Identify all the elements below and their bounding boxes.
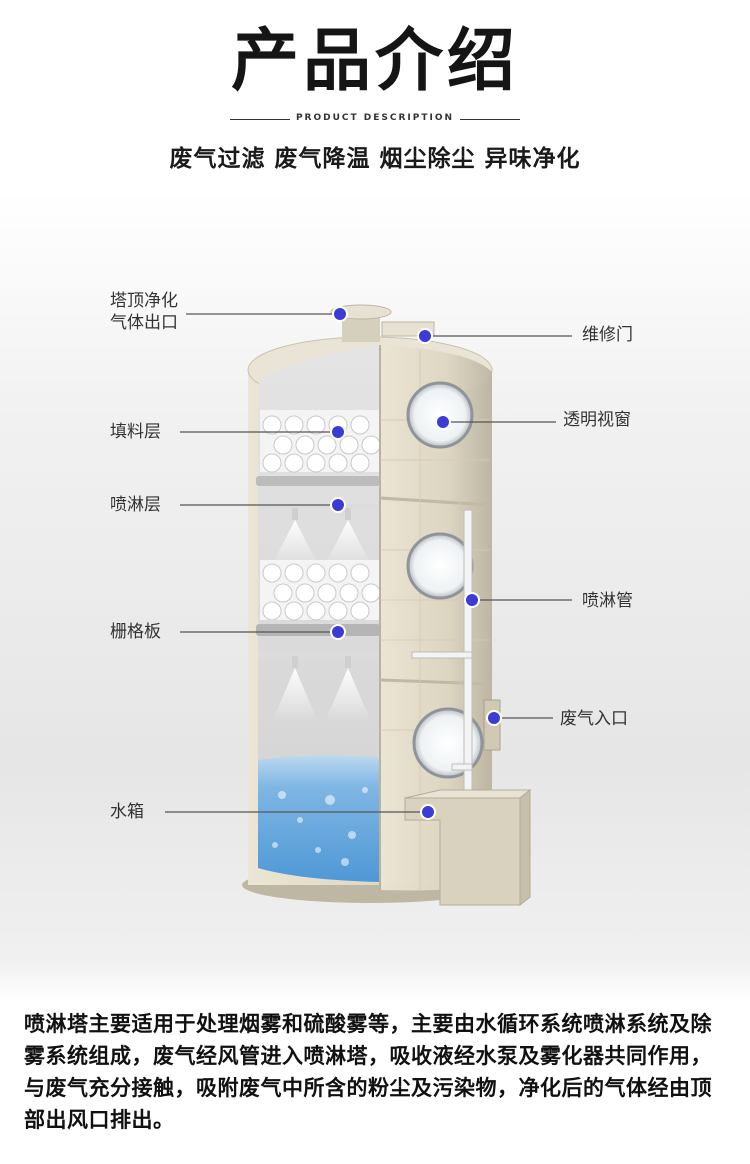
marker-packing: [330, 424, 346, 440]
grid-plate: [256, 624, 380, 636]
label-spray-pipe: 喷淋管: [582, 591, 633, 611]
marker-grid-plate: [330, 624, 346, 640]
packing-layer-upper: [256, 410, 381, 486]
water-tank-box: [404, 788, 532, 907]
marker-maintenance-door: [417, 328, 433, 344]
page-title: 产品介绍: [230, 22, 519, 101]
leader-lines: [165, 313, 572, 813]
marker-spray-layer: [330, 497, 346, 513]
spray-nozzles: [258, 504, 380, 722]
marker-water-tank: [420, 804, 436, 820]
label-top-outlet-line2: 气体出口: [110, 313, 178, 333]
marker-sight-window: [435, 414, 451, 430]
subtitle-rule-left: [230, 119, 290, 120]
label-maintenance-door: 维修门: [582, 325, 633, 345]
label-top-outlet: 塔顶净化 气体出口: [110, 290, 178, 334]
marker-gas-inlet: [486, 710, 502, 726]
feature-list: 废气过滤 废气降温 烟尘除尘 异味净化: [169, 146, 581, 172]
tower-body: [242, 304, 532, 907]
label-water-tank: 水箱: [110, 802, 144, 822]
label-spray-layer: 喷淋层: [110, 495, 161, 515]
subtitle-rule-right: [460, 119, 520, 120]
water-tank-liquid: [258, 755, 380, 882]
packing-layer-lower: [256, 560, 381, 636]
label-packing: 填料层: [110, 422, 161, 442]
spray-tower-diagram: [165, 304, 572, 907]
water-bubbles: [272, 787, 368, 866]
label-top-outlet-line1: 塔顶净化: [110, 291, 178, 311]
label-sight-window: 透明视窗: [563, 410, 631, 430]
label-gas-inlet: 废气入口: [560, 709, 628, 729]
label-grid-plate: 栅格板: [110, 622, 161, 642]
marker-spray-pipe: [464, 592, 480, 608]
callout-markers: [330, 306, 502, 820]
product-description: 喷淋塔主要适用于处理烟雾和硫酸雾等，主要由水循环系统喷淋系统及除雾系统组成，废气…: [24, 1012, 712, 1132]
subtitle-en: PRODUCT DESCRIPTION: [295, 113, 455, 123]
marker-top-outlet: [332, 306, 348, 322]
spray-pipe: [411, 509, 473, 796]
